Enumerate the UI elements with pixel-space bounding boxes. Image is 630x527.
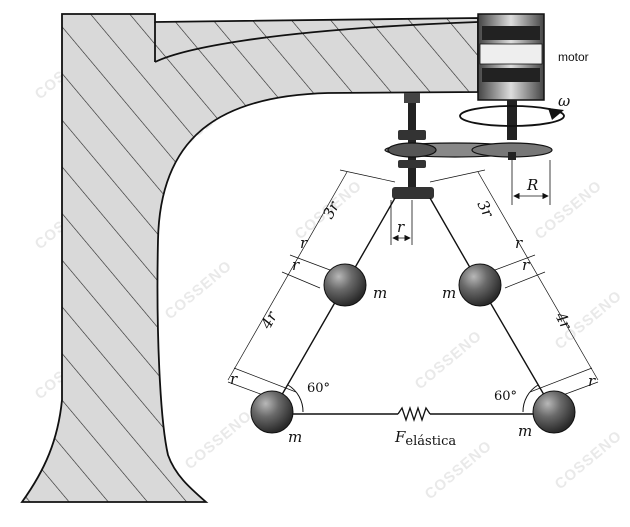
angle-arc-right bbox=[522, 384, 539, 413]
right-dimension-lines bbox=[429, 169, 599, 406]
dim-r-label: r bbox=[588, 372, 596, 390]
watermark-text: COSSENO bbox=[162, 257, 236, 323]
watermark-text: COSSENO bbox=[412, 327, 486, 393]
angle-left-label: 60° bbox=[307, 381, 330, 396]
mass-label: m bbox=[518, 422, 532, 440]
spring bbox=[397, 405, 431, 423]
dim-r-label: r bbox=[300, 234, 308, 252]
left-dimension-lines bbox=[227, 169, 396, 406]
mass-label: m bbox=[373, 284, 387, 302]
watermark-text: COSSENO bbox=[532, 177, 606, 243]
support-structure bbox=[20, 13, 479, 503]
mass-label: m bbox=[442, 284, 456, 302]
force-label: Felástica bbox=[394, 428, 456, 449]
pulley-assembly bbox=[384, 93, 553, 199]
omega-label: ω bbox=[558, 92, 570, 110]
motor-shaft bbox=[507, 100, 517, 140]
mass-upper-left bbox=[323, 263, 367, 307]
lower-left-rod bbox=[271, 284, 346, 413]
dim-r-label: r bbox=[230, 370, 238, 388]
mass-upper-right bbox=[458, 263, 502, 307]
small-pulley bbox=[387, 142, 437, 158]
mass-lower-left bbox=[250, 390, 294, 434]
force-symbol: F bbox=[394, 428, 406, 446]
angle-right-label: 60° bbox=[494, 389, 517, 404]
angle-arc-left bbox=[287, 384, 304, 413]
big-radius-label: R bbox=[526, 176, 538, 194]
motor-label: motor bbox=[558, 50, 589, 64]
small-radius-label: r bbox=[397, 218, 405, 236]
motor bbox=[477, 13, 545, 140]
arm-lower-left-label: 4r bbox=[257, 308, 282, 333]
R-dimension bbox=[511, 160, 551, 205]
mass-label: m bbox=[288, 428, 302, 446]
hub bbox=[392, 187, 434, 199]
small-r-dimension bbox=[390, 200, 413, 245]
watermark-text: COSSENO bbox=[552, 427, 626, 493]
force-subscript: elástica bbox=[405, 434, 456, 449]
dim-r-label: r bbox=[515, 234, 523, 252]
dim-r-label: r bbox=[522, 256, 530, 274]
mass-lower-right bbox=[532, 390, 576, 434]
dim-r-label: r bbox=[292, 256, 300, 274]
omega-rotation-arrow bbox=[459, 105, 565, 127]
lower-right-rod bbox=[479, 284, 555, 413]
support-curve-line bbox=[154, 21, 479, 63]
watermark-text: COSSENO bbox=[182, 407, 256, 473]
arm-upper-right-label: 3r bbox=[473, 197, 497, 221]
